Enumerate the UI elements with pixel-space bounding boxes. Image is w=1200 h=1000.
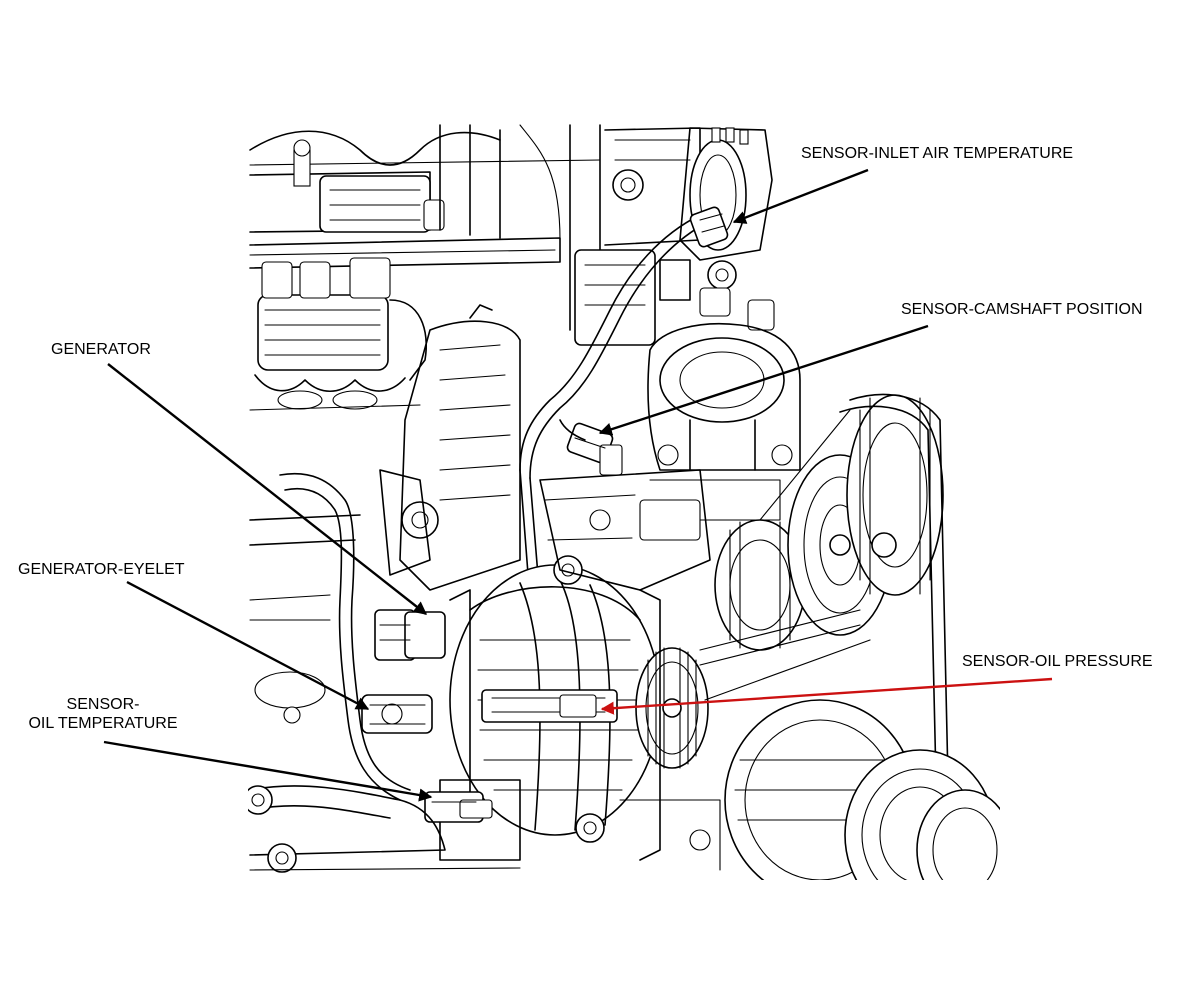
thermostat-housing bbox=[647, 322, 801, 521]
leader-inlet-air-temperature bbox=[732, 168, 869, 224]
leader-oil-temperature bbox=[103, 740, 433, 802]
label-generator-eyelet: GENERATOR-EYELET bbox=[18, 561, 185, 578]
belt-pulleys-lower bbox=[724, 699, 1000, 880]
generator-eyelet-terminal bbox=[361, 694, 433, 734]
generator-mount-bracket bbox=[379, 304, 521, 591]
leader-generator bbox=[107, 363, 428, 615]
generator-body bbox=[439, 555, 661, 861]
label-oil-temperature-line2: OIL TEMPERATURE bbox=[28, 715, 178, 732]
label-generator: GENERATOR bbox=[51, 341, 151, 358]
intake-manifold bbox=[249, 124, 601, 269]
label-inlet-air-temperature: SENSOR-INLET AIR TEMPERATURE bbox=[801, 145, 1074, 162]
upper-center-housing bbox=[569, 124, 701, 346]
valve-cover-assembly bbox=[249, 257, 427, 411]
leader-camshaft-position bbox=[598, 324, 929, 436]
leader-generator-eyelet bbox=[126, 580, 370, 711]
belt-pulleys-upper bbox=[714, 394, 944, 651]
engine-block-center bbox=[539, 469, 721, 871]
oil-temperature-sensor-body bbox=[424, 791, 493, 823]
label-oil-pressure: SENSOR-OIL PRESSURE bbox=[962, 653, 1153, 670]
label-oil-temperature-line1: SENSOR- bbox=[66, 696, 140, 713]
lower-frame-rail bbox=[248, 785, 521, 873]
idler-pulley bbox=[635, 647, 709, 769]
label-oil-temperature: SENSOR- OIL TEMPERATURE bbox=[20, 695, 186, 733]
engine-line-art bbox=[248, 124, 1000, 880]
serpentine-belt bbox=[699, 393, 949, 781]
lower-left-harness bbox=[249, 473, 446, 801]
label-camshaft-position: SENSOR-CAMSHAFT POSITION bbox=[901, 301, 1143, 318]
leader-oil-pressure bbox=[600, 677, 1053, 715]
